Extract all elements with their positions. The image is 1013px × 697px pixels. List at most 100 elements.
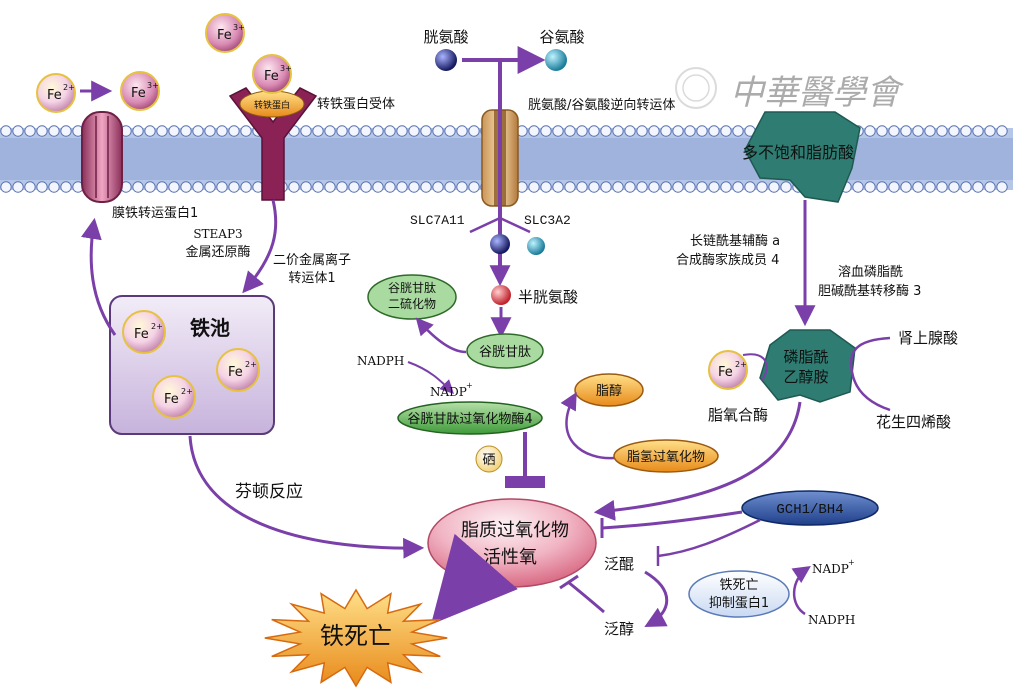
lipid-head: [0, 181, 12, 193]
lipid-head: [60, 181, 72, 193]
lipid-head: [468, 125, 480, 137]
lipid-head: [228, 125, 240, 137]
lipid-head: [936, 125, 948, 137]
svg-text:2+: 2+: [181, 387, 193, 396]
lipid-head: [852, 181, 864, 193]
lipid-head: [36, 181, 48, 193]
fsp1-nadp-sup: +: [848, 558, 855, 567]
lipid-head: [168, 181, 180, 193]
lipid-ros-node: [427, 498, 597, 588]
lipid-head: [972, 125, 984, 137]
watermark: 中華醫學會: [675, 67, 905, 113]
steap3-label-2: 金属还原酶: [185, 244, 250, 260]
lipid-head: [144, 125, 156, 137]
pufa-label-1: 多不饱和脂肪酸: [742, 143, 854, 162]
lipid-head: [216, 181, 228, 193]
lipid-head: [720, 125, 732, 137]
lipid-head: [132, 181, 144, 193]
fenton-label: 芬顿反应: [235, 482, 303, 502]
lipid-head: [660, 181, 672, 193]
cystine-inside: [490, 234, 510, 254]
endocytosis-arrow: [242, 199, 278, 294]
lipid-head: [552, 125, 564, 137]
death-arrow: [430, 533, 518, 625]
pufa-shape: [744, 111, 861, 203]
nadph-arrow: [407, 361, 454, 394]
lipid-head: [336, 181, 348, 193]
lipid-head: [60, 125, 72, 137]
cystine-label: 胱氨酸: [423, 28, 468, 46]
lipid-head: [156, 181, 168, 193]
lipid-hydroperoxide-label: 脂氢过氧化物: [627, 450, 705, 465]
lipid-head: [396, 125, 408, 137]
lipid-head: [348, 125, 360, 137]
lipid-head: [540, 181, 552, 193]
ros-label-1: 脂质过氧化物: [461, 520, 569, 541]
ferroportin-label: 膜铁转运蛋白1: [112, 205, 198, 221]
lipid-head: [240, 125, 252, 137]
lipid-head: [192, 125, 204, 137]
lipid-head: [924, 125, 936, 137]
ros-label-2: 活性氧: [483, 547, 537, 568]
pe-to-ros-arrow: [593, 401, 802, 521]
lipid-head: [180, 181, 192, 193]
lipid-head: [900, 125, 912, 137]
svg-text:Fe: Fe: [718, 365, 733, 380]
lipid-head: [876, 181, 888, 193]
selenium-node: [475, 445, 503, 473]
fsp1-nadph-label: NADPH: [808, 613, 855, 627]
dmt1-label-1: 二价金属离子: [273, 252, 351, 268]
gch1-inhibition: [601, 510, 743, 530]
lipid-head: [612, 181, 624, 193]
lipid-head: [408, 125, 420, 137]
lipid-head: [864, 125, 876, 137]
fe2-ion-pool-1: Fe 2+: [122, 310, 166, 354]
glutamate-label: 谷氨酸: [539, 28, 584, 46]
pe-label-2: 乙醇胺: [783, 368, 828, 386]
lipid-head: [780, 181, 792, 193]
arachidonic-label: 花生四烯酸: [876, 413, 951, 431]
slc7a11-link: [469, 216, 501, 234]
lipid-head: [444, 125, 456, 137]
lipid-head: [12, 181, 24, 193]
lipid-head: [288, 181, 300, 193]
lipid-head: [660, 125, 672, 137]
fe2-ion-outside: Fe 2+: [36, 73, 76, 113]
svg-text:2+: 2+: [63, 83, 75, 92]
svg-text:3+: 3+: [233, 23, 245, 32]
cysteine-label: 半胱氨酸: [518, 288, 578, 306]
lipid-head: [300, 181, 312, 193]
lipid-head: [348, 181, 360, 193]
lipid-head: [396, 181, 408, 193]
lipid-head: [360, 125, 372, 137]
gch1-label: GCH1/BH4: [776, 502, 843, 518]
gch1-node: [741, 490, 879, 526]
acsl4-label-1: 长链酰基辅酶 a: [690, 233, 780, 249]
transferrin-receptor-label: 转铁蛋白受体: [317, 96, 395, 112]
lipid-head: [576, 181, 588, 193]
lpcat3-label-1: 溶血磷脂酰: [838, 265, 903, 280]
ferroptosis-burst: [264, 588, 448, 688]
lipid-hydroperoxide-node: [613, 439, 719, 473]
lox-label: 脂氧合酶: [708, 406, 768, 424]
lipid-head: [744, 181, 756, 193]
nadp-label: NADP: [430, 385, 467, 399]
lipid-head: [648, 181, 660, 193]
pe-shape: [759, 329, 856, 403]
lipid-head: [984, 181, 996, 193]
fsp1-node: [688, 570, 790, 618]
nadph-label: NADPH: [357, 354, 404, 368]
ubiquinone-reduction-arrow: [644, 570, 669, 628]
gpx4-label: 谷胱甘肽过氧化物酶4: [407, 411, 532, 427]
svg-text:Fe: Fe: [164, 392, 179, 407]
nadp-sup: +: [466, 381, 473, 390]
fe3-ion-on-transferrin: Fe 3+: [252, 54, 292, 94]
fatty-acid-link: [849, 336, 891, 412]
gssg-label-1: 谷胱甘肽: [388, 280, 436, 295]
gssg-label-2: 二硫化物: [388, 296, 436, 311]
svg-text:Fe: Fe: [134, 327, 149, 342]
lipid-head: [624, 125, 636, 137]
lipid-head: [192, 181, 204, 193]
lipid-head: [552, 181, 564, 193]
